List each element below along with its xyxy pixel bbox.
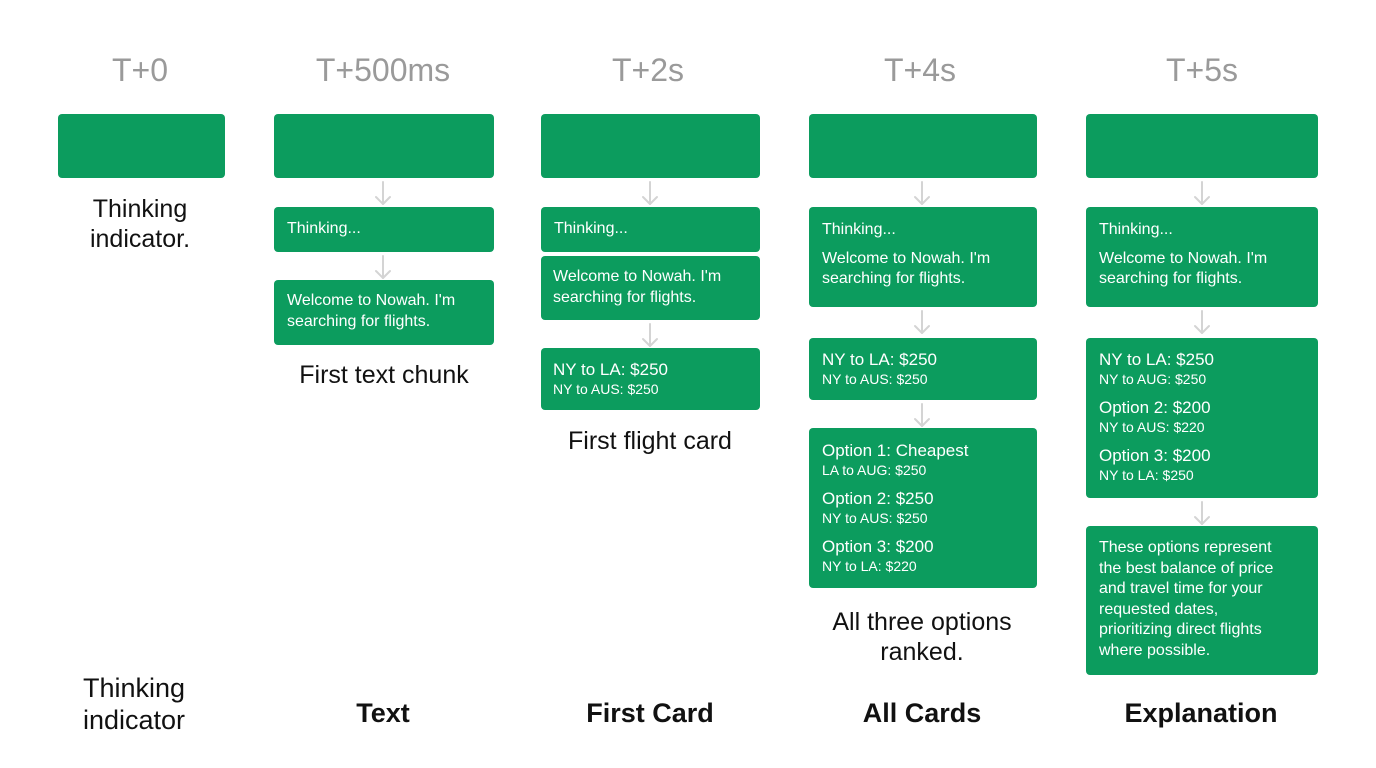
stage-label-explanation: Explanation	[1124, 698, 1278, 728]
thinking-welcome-box: Thinking... Welcome to Nowah. I'm search…	[1086, 207, 1318, 307]
arrow-icon	[1194, 310, 1210, 334]
arrow-icon	[1194, 181, 1210, 205]
caption-first-flight-card: First flight card	[568, 427, 732, 455]
caption-all-options-ranked: All three options ranked.	[832, 608, 1012, 666]
time-label-t5s: T+5s	[1165, 52, 1239, 88]
thinking-box: Thinking...	[274, 207, 494, 252]
option-item: Option 2: $250 NY to AUS: $250	[822, 489, 934, 526]
time-label-t500ms: T+500ms	[315, 52, 451, 88]
arrow-icon	[914, 181, 930, 205]
caption-first-text-chunk: First text chunk	[299, 361, 469, 389]
explanation-box: These options represent the best balance…	[1086, 526, 1318, 675]
time-label-t4s: T+4s	[883, 52, 957, 88]
response-header-box	[58, 114, 225, 178]
option-item: Option 2: $200 NY to AUS: $220	[1099, 398, 1211, 435]
arrow-icon	[1194, 501, 1210, 525]
option-item: Option 3: $200 NY to LA: $250	[1099, 446, 1211, 483]
flight-card: NY to LA: $250 NY to AUS: $250	[809, 338, 1037, 400]
option-item: Option 1: Cheapest LA to AUG: $250	[822, 441, 969, 478]
stage-label-all-cards: All Cards	[862, 698, 982, 728]
response-header-box	[274, 114, 494, 178]
arrow-icon	[375, 181, 391, 205]
time-label-t2s: T+2s	[611, 52, 685, 88]
welcome-text-box: Welcome to Nowah. I'm searching for flig…	[541, 256, 760, 320]
time-label-t0: T+0	[111, 52, 169, 88]
flight-card: NY to LA: $250 NY to AUS: $250	[541, 348, 760, 410]
response-header-box	[541, 114, 760, 178]
arrow-icon	[642, 323, 658, 347]
option-item: Option 3: $200 NY to LA: $220	[822, 537, 934, 574]
thinking-welcome-box: Thinking... Welcome to Nowah. I'm search…	[809, 207, 1037, 307]
options-card: NY to LA: $250 NY to AUG: $250 Option 2:…	[1086, 338, 1318, 498]
welcome-text-box: Welcome to Nowah. I'm searching for flig…	[274, 280, 494, 345]
stage-label-thinking-indicator: Thinking indicator	[82, 673, 186, 735]
arrow-icon	[375, 255, 391, 279]
stage-label-text: Text	[356, 698, 410, 728]
arrow-icon	[914, 310, 930, 334]
response-header-box	[809, 114, 1037, 178]
options-card: Option 1: Cheapest LA to AUG: $250 Optio…	[809, 428, 1037, 588]
response-header-box	[1086, 114, 1318, 178]
arrow-icon	[642, 181, 658, 205]
arrow-icon	[914, 403, 930, 427]
caption-thinking-indicator: Thinking indicator.	[89, 195, 191, 253]
stage-label-first-card: First Card	[586, 698, 714, 728]
option-item: NY to LA: $250 NY to AUG: $250	[1099, 350, 1214, 387]
thinking-box: Thinking...	[541, 207, 760, 252]
